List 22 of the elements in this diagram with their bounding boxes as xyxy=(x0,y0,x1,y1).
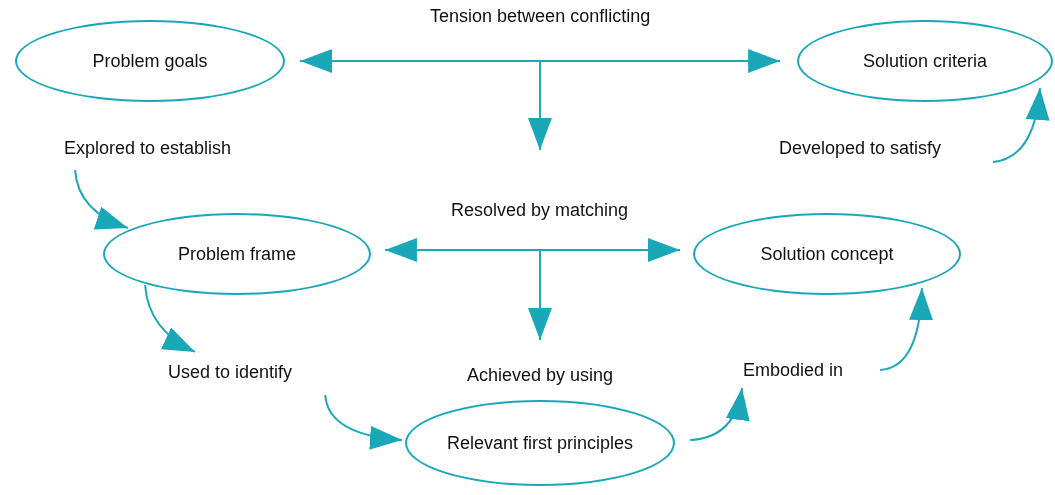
arrow xyxy=(299,49,782,73)
flow-label: Used to identify xyxy=(167,362,293,384)
flow-label: Developed to satisfy xyxy=(778,138,942,160)
node-text: Relevant first principles xyxy=(445,431,635,455)
arrow xyxy=(878,287,933,371)
node-text: Solution criteria xyxy=(861,49,989,73)
arrow xyxy=(528,249,552,341)
flow-label: Embodied in xyxy=(742,360,844,382)
arrow xyxy=(991,87,1049,163)
arrow xyxy=(144,284,196,353)
flow-label: Resolved by matching xyxy=(450,200,629,222)
node-text: Problem goals xyxy=(91,49,209,73)
edge-label: Tension between conflicting xyxy=(430,6,651,27)
arrow xyxy=(74,169,129,229)
node-text: Problem frame xyxy=(176,242,297,266)
arrow xyxy=(383,238,681,262)
flow-label: Explored to establish xyxy=(63,138,232,160)
arrow xyxy=(527,60,552,151)
node-text: Solution concept xyxy=(759,242,895,266)
flow-label: Achieved by using xyxy=(466,365,614,387)
arrow xyxy=(689,387,749,441)
arrow xyxy=(324,394,404,450)
